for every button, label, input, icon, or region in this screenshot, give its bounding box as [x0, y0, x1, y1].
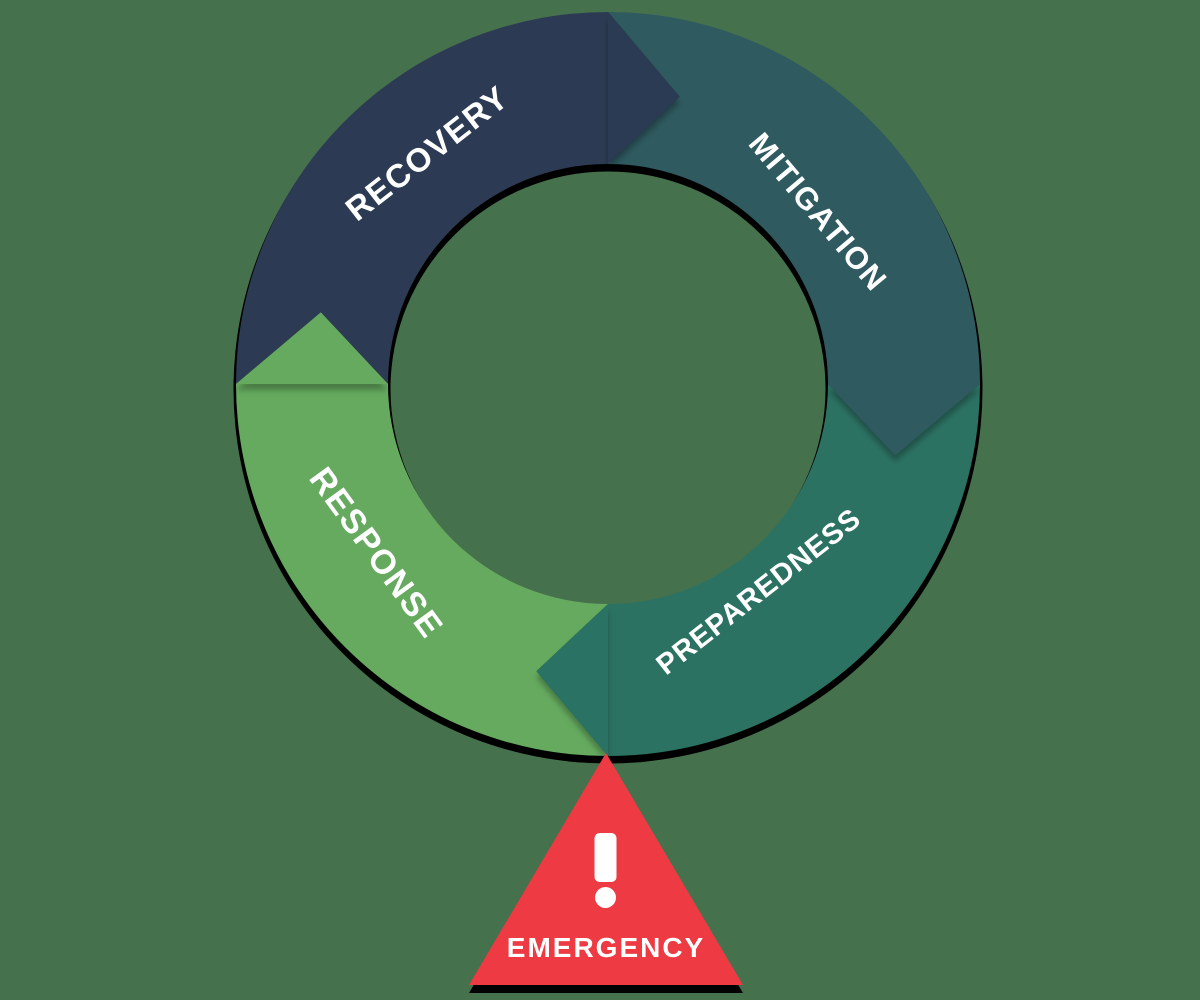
exclamation-icon: [594, 833, 617, 908]
arrow-tips: [236, 12, 980, 756]
segment-response: [236, 312, 608, 756]
exclamation-dot: [595, 887, 616, 908]
preparedness-arrow-icon: [536, 604, 608, 756]
mitigation-arrow-icon: [828, 384, 980, 456]
emergency-label: EMERGENCY: [507, 932, 705, 963]
recovery-arrow-icon: [608, 12, 680, 164]
segment-preparedness: [536, 384, 980, 756]
segment-mitigation: [608, 12, 980, 456]
exclamation-bar: [594, 833, 617, 882]
segment-recovery: [236, 12, 680, 384]
response-arrow-icon: [236, 312, 388, 384]
